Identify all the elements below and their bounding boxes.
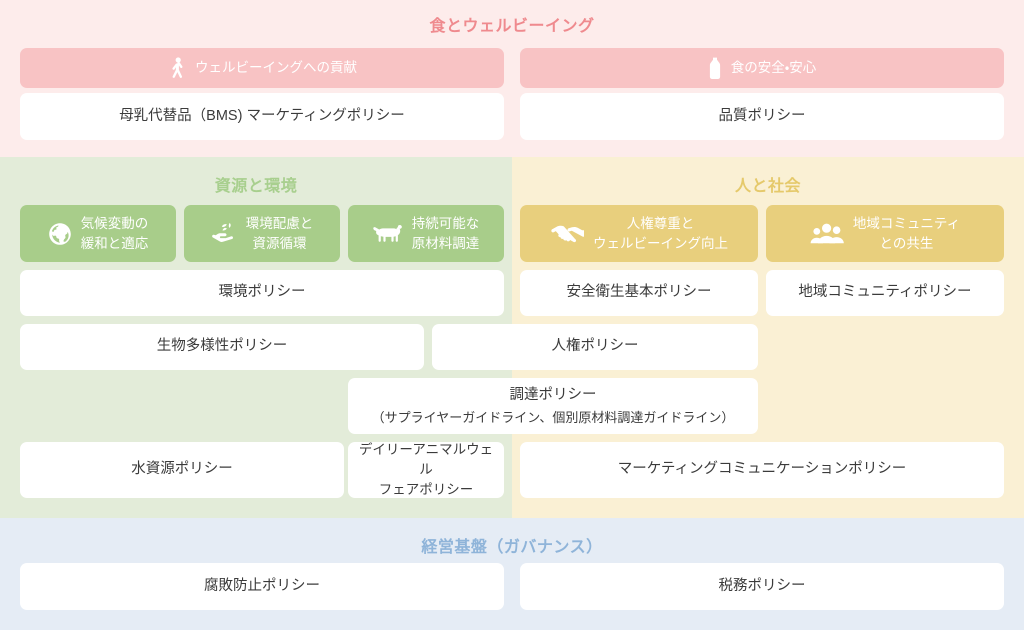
theme-food-safety[interactable]: 食の安全・安心 (520, 48, 1004, 88)
policy-label: 環境ポリシー (218, 284, 306, 301)
policy-sublabel: （サプライヤーガイドライン、個別原材料調達ガイドライン） (371, 409, 735, 425)
policy-label: 調達ポリシー (509, 386, 597, 403)
policy-label: 税務ポリシー (718, 577, 806, 594)
policy-card-human-rights[interactable]: 人権ポリシー (432, 324, 758, 370)
theme-climate-change[interactable]: 気候変動の 緩和と適応 (20, 205, 176, 262)
theme-label: 持続可能な 原材料調達 (411, 215, 480, 251)
policy-card-occupational-health[interactable]: 安全衛生基本ポリシー (520, 270, 758, 316)
theme-human-rights[interactable]: 人権尊重と ウェルビーイング向上 (520, 205, 758, 262)
section-title-people-society: 人と社会 (734, 178, 801, 195)
cow-icon (373, 223, 403, 245)
milk-bottle-icon (708, 57, 722, 79)
section-title-governance: 経営基盤（ガバナンス） (421, 539, 603, 556)
people-group-icon (810, 222, 844, 246)
policy-label: 安全衛生基本ポリシー (566, 284, 712, 301)
policy-card-bms-marketing[interactable]: 母乳代替品（BMS) マーケティングポリシー (20, 93, 504, 140)
theme-local-community[interactable]: 地域コミュニティ との共生 (766, 205, 1004, 262)
walking-person-icon (167, 57, 186, 79)
policy-card-procurement[interactable]: 調達ポリシー （サプライヤーガイドライン、個別原材料調達ガイドライン） (348, 378, 758, 434)
policy-label: マーケティングコミュニケーションポリシー (617, 461, 907, 478)
section-title-food-wellbeing: 食とウェルビーイング (429, 18, 595, 35)
policy-card-environment[interactable]: 環境ポリシー (20, 270, 504, 316)
theme-label: 気候変動の 緩和と適応 (80, 215, 149, 251)
policy-label: 地域コミュニティポリシー (798, 284, 972, 301)
policy-label: デイリーアニマルウェル フェアポリシー (358, 441, 494, 498)
theme-label: ウェルビーイングへの貢献 (195, 60, 357, 76)
theme-wellbeing-contribution[interactable]: ウェルビーイングへの貢献 (20, 48, 504, 88)
policy-card-marketing-communication[interactable]: マーケティングコミュニケーションポリシー (520, 442, 1004, 498)
policy-card-dairy-animal-welfare[interactable]: デイリーアニマルウェル フェアポリシー (348, 442, 504, 498)
hand-sprout-icon (211, 222, 237, 246)
policy-label: 水資源ポリシー (131, 461, 233, 478)
theme-label: 環境配慮と 資源循環 (245, 215, 314, 251)
theme-label: 食の安全・安心 (730, 60, 817, 76)
policy-card-quality[interactable]: 品質ポリシー (520, 93, 1004, 140)
policy-label: 腐敗防止ポリシー (204, 577, 320, 594)
policy-card-water-resources[interactable]: 水資源ポリシー (20, 442, 344, 498)
policy-label: 母乳代替品（BMS) マーケティングポリシー (119, 107, 405, 124)
theme-label: 人権尊重と ウェルビーイング向上 (593, 215, 728, 251)
theme-environment-resources[interactable]: 環境配慮と 資源循環 (184, 205, 340, 262)
handshake-icon (550, 222, 584, 246)
globe-icon (48, 222, 72, 246)
policy-card-anti-corruption[interactable]: 腐敗防止ポリシー (20, 563, 504, 610)
theme-label: 地域コミュニティ との共生 (852, 215, 961, 251)
policy-card-biodiversity[interactable]: 生物多様性ポリシー (20, 324, 424, 370)
section-title-resources-environment: 資源と環境 (214, 178, 298, 195)
policy-label: 人権ポリシー (551, 338, 639, 355)
policy-label: 品質ポリシー (718, 107, 806, 124)
theme-sustainable-sourcing[interactable]: 持続可能な 原材料調達 (348, 205, 504, 262)
policy-label: 生物多様性ポリシー (156, 338, 288, 355)
policy-card-tax[interactable]: 税務ポリシー (520, 563, 1004, 610)
policy-card-local-community[interactable]: 地域コミュニティポリシー (766, 270, 1004, 316)
